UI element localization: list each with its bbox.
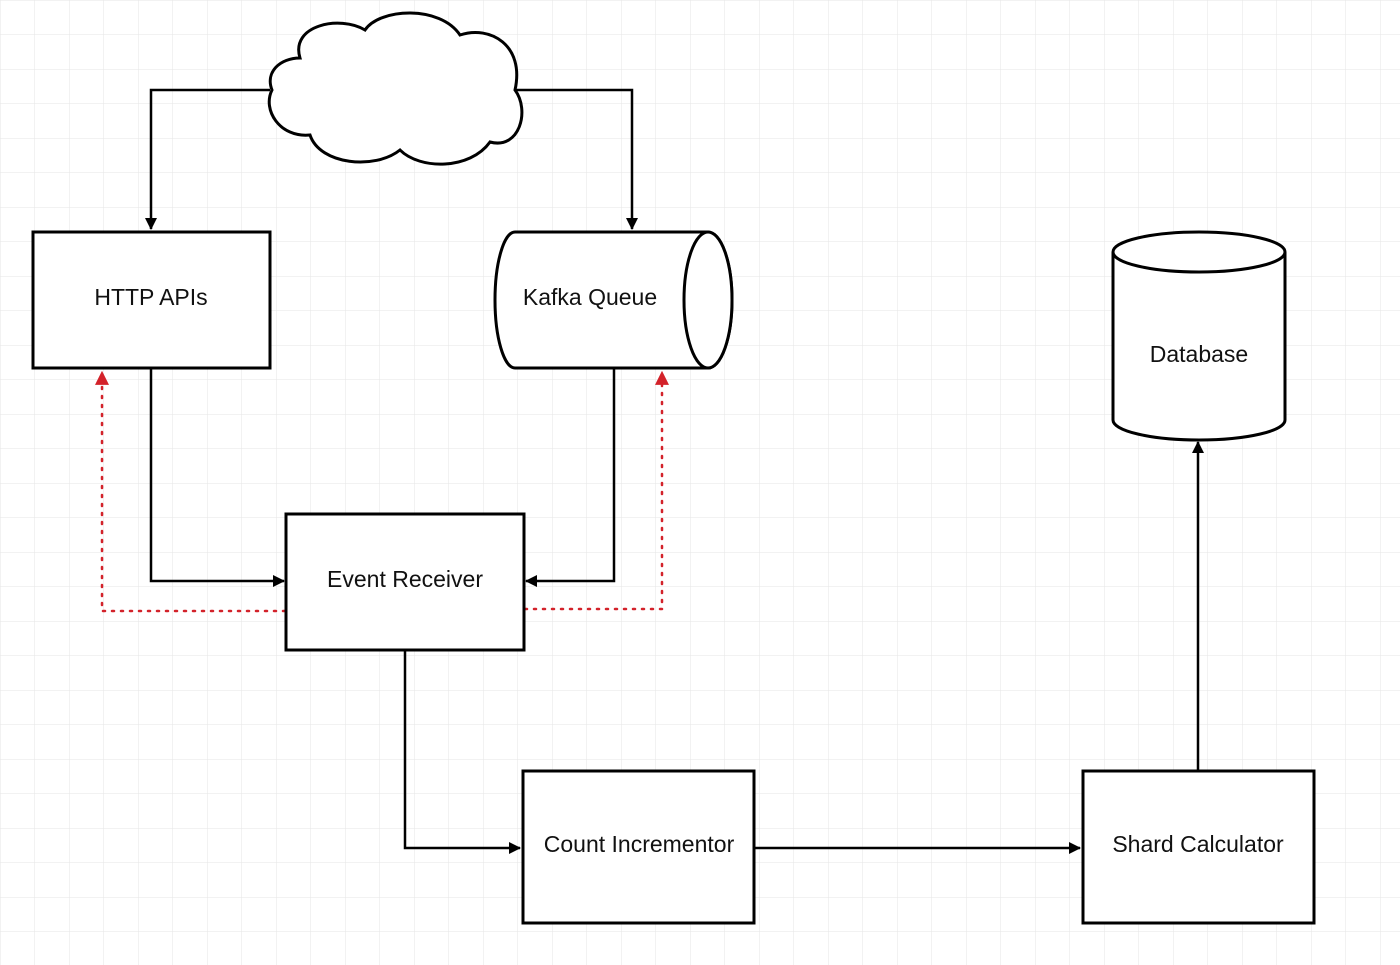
edge-kafka-queue-to-event-receiver: [525, 369, 616, 587]
edge-cloud-to-kafka-queue: [515, 88, 638, 230]
shard-calculator-box: [1081, 769, 1316, 925]
edge-cloud-to-http-apis: [145, 88, 270, 230]
database-node[interactable]: Database: [1111, 230, 1287, 442]
event-receiver-box: [284, 512, 526, 652]
event-receiver-label: Event Receiver: [327, 566, 483, 592]
shard-calculator-label: Shard Calculator: [1112, 831, 1284, 857]
edge-http-apis-to-event-receiver: [149, 369, 285, 587]
http-apis-label: HTTP APIs: [94, 284, 207, 310]
http-apis-box: [31, 230, 272, 370]
edges: [95, 88, 1204, 854]
count-incrementor-node[interactable]: Count Incrementor: [521, 769, 756, 925]
kafka-queue-label: Kafka Queue: [523, 284, 657, 310]
event-receiver-node[interactable]: Event Receiver: [284, 512, 526, 652]
cloud-icon: [267, 11, 524, 166]
count-incrementor-label: Count Incrementor: [544, 831, 735, 857]
database-body: [1111, 252, 1287, 442]
edge-event-receiver-to-http-apis-dotted: [95, 370, 287, 613]
kafka-queue-node[interactable]: Kafka Queue: [493, 230, 734, 370]
cloud-node[interactable]: [267, 11, 524, 166]
http-apis-node[interactable]: HTTP APIs: [31, 230, 272, 370]
kafka-queue-end-cap: [682, 230, 734, 370]
database-top-cap: [1111, 230, 1287, 274]
database-label: Database: [1150, 341, 1248, 367]
shard-calculator-node[interactable]: Shard Calculator: [1081, 769, 1316, 925]
edge-event-receiver-to-kafka-queue-dotted: [523, 370, 669, 611]
edge-event-receiver-to-count-incrementor: [403, 650, 521, 854]
count-incrementor-box: [521, 769, 756, 925]
